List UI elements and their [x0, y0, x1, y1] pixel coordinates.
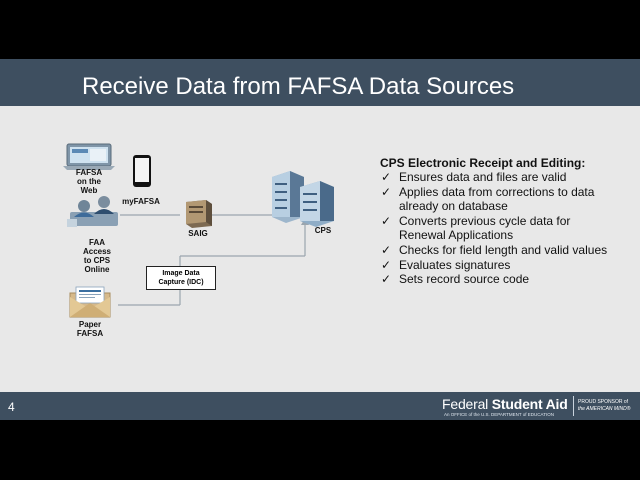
bullet-text: Sets record source code	[399, 272, 530, 287]
bullet-text: Checks for field length and valid values	[399, 242, 608, 257]
check-icon: ✓	[381, 272, 392, 287]
faa-label-line: to CPS	[83, 256, 111, 265]
bullet-text: Evaluates signatures	[399, 257, 511, 272]
bullet-item: ✓ Sets record source code	[381, 272, 607, 287]
paper-label-line: Paper	[78, 320, 102, 329]
panel-heading: CPS Electronic Receipt and Editing:	[380, 156, 586, 170]
bullet-text: Converts previous cycle data for	[399, 213, 571, 228]
slide-title: Receive Data from FAFSA Data Sources	[82, 73, 515, 100]
bullet-list: ✓ Ensures data and files are valid ✓ App…	[381, 170, 607, 287]
sponsor-line-2: the AMERICAN MIND®	[578, 406, 631, 412]
slide: Receive Data from FAFSA Data Sources	[0, 59, 640, 420]
idc-label-line: Image Data	[162, 270, 200, 277]
server-icon	[186, 200, 212, 228]
paper-fafsa-label: Paper FAFSA	[70, 320, 110, 338]
fafsa-web-label-line: FAFSA	[75, 168, 103, 177]
fafsa-web-label-line: on the	[77, 177, 101, 186]
faa-label-line: Access	[82, 247, 112, 256]
flow-diagram	[63, 143, 334, 318]
buildings-icon	[272, 171, 334, 227]
bullet-item: ✓ Checks for field length and valid valu…	[381, 243, 607, 258]
bullet-text: Renewal Applications	[399, 228, 514, 243]
fafsa-web-label-line: Web	[80, 186, 98, 195]
myfafsa-label: myFAFSA	[122, 197, 160, 206]
brand-subtitle: An OFFICE of the U.S. DEPARTMENT of EDUC…	[444, 412, 554, 417]
bullet-item: ✓ Ensures data and files are valid	[381, 170, 607, 185]
sponsor-line-1: PROUD SPONSOR of	[578, 399, 629, 405]
bullet-text: Ensures data and files are valid	[399, 170, 567, 184]
bullet-item: ✓ Evaluates signatures	[381, 258, 607, 273]
fafsa-web-label: FAFSA on the Web	[69, 168, 109, 195]
check-icon: ✓	[381, 184, 392, 199]
check-icon: ✓	[381, 213, 392, 228]
idc-label-line: Capture (IDC)	[158, 279, 204, 286]
paper-label-line: FAFSA	[76, 329, 104, 338]
faa-label-line: Online	[84, 265, 110, 274]
idc-box: Image Data Capture (IDC)	[146, 266, 216, 290]
laptop-icon	[63, 143, 115, 170]
bullet-item: ✓ Applies data from corrections to data …	[381, 185, 607, 214]
faa-label-line: FAA	[89, 238, 105, 247]
page-number: 4	[8, 400, 15, 414]
connector-lines	[118, 214, 306, 306]
envelope-icon	[69, 286, 111, 318]
saig-label: SAIG	[188, 229, 208, 238]
cps-label: CPS	[314, 226, 332, 235]
faa-label: FAA Access to CPS Online	[72, 238, 122, 274]
users-icon	[67, 196, 118, 227]
bullet-text: Applies data from corrections to data	[399, 184, 595, 199]
brand-logo: Federal Student Aid	[442, 396, 568, 412]
brand-light: Federal	[442, 396, 492, 412]
check-icon: ✓	[381, 170, 392, 184]
title-bar: Receive Data from FAFSA Data Sources	[0, 59, 640, 106]
bullet-text: already on database	[399, 199, 508, 214]
footer-bar: 4 Federal Student Aid An OFFICE of the U…	[0, 392, 640, 420]
check-icon: ✓	[381, 257, 392, 272]
bullet-item: ✓ Converts previous cycle data for Renew…	[381, 214, 607, 243]
phone-icon	[133, 155, 151, 187]
brand-divider	[573, 396, 574, 416]
check-icon: ✓	[381, 242, 392, 257]
brand-bold: Student Aid	[491, 396, 568, 412]
